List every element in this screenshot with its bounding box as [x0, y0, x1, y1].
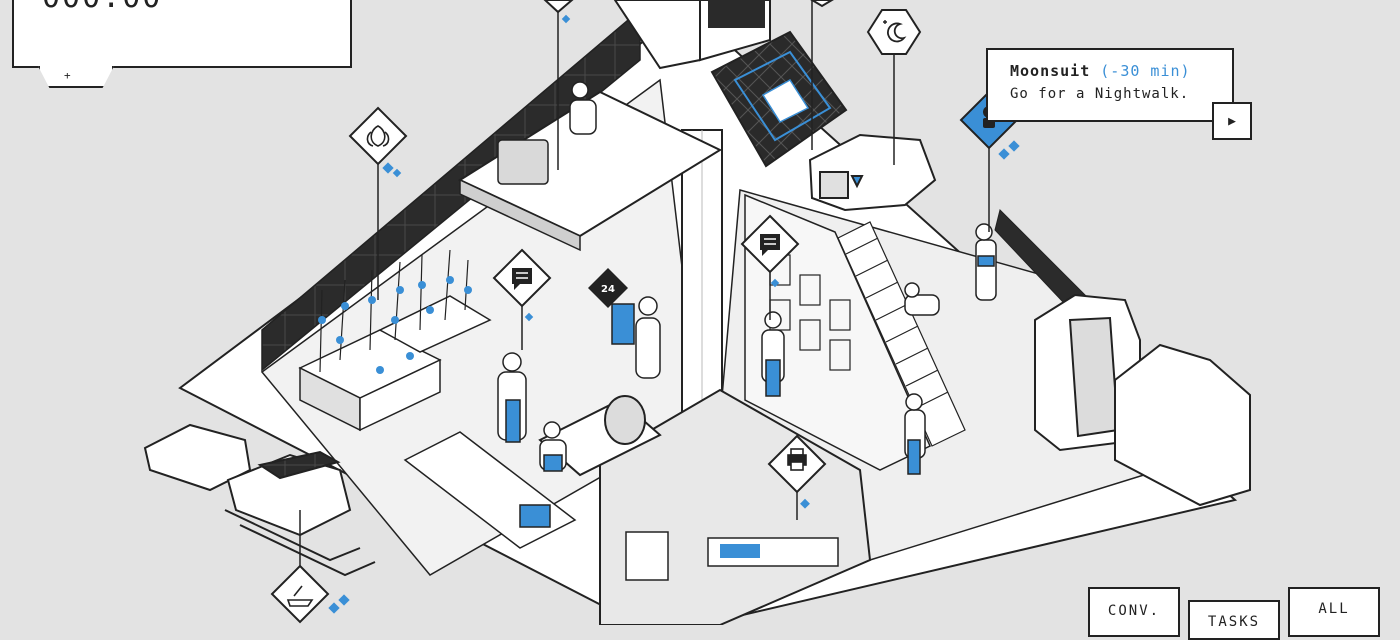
tab-tasks-label: TASKS: [1207, 614, 1261, 630]
badge-24-marker[interactable]: [588, 268, 628, 308]
chat-marker-workshop[interactable]: [740, 214, 800, 288]
tab-all[interactable]: ALL: [1288, 587, 1380, 637]
hab-module: [808, 133, 937, 212]
chat-marker-greenhouse[interactable]: [492, 248, 552, 322]
tab-conv-label: CONV.: [1107, 603, 1161, 619]
leaf-marker[interactable]: [348, 106, 408, 178]
tab-conv[interactable]: CONV.: [1088, 587, 1180, 637]
time-readout: 000:00: [42, 0, 162, 15]
loft-machine: [497, 139, 549, 185]
night-marker[interactable]: [866, 9, 922, 55]
item-tooltip: Moonsuit (-30 min) Go for a Nightwalk.: [986, 48, 1234, 122]
staircase: [837, 221, 966, 447]
tab-all-label: ALL: [1318, 601, 1350, 617]
planters: [298, 249, 492, 432]
time-panel: 000:00: [12, 0, 352, 68]
crew-members: [497, 81, 997, 475]
badge-count: 24: [601, 284, 615, 295]
tooltip-cost: (-30 min): [1100, 62, 1191, 80]
airlock-module: [1034, 293, 1251, 507]
add-tab[interactable]: +: [38, 66, 128, 88]
kitchen-counter: [403, 431, 577, 549]
printer-marker[interactable]: [767, 434, 827, 509]
play-icon: ▶: [1228, 113, 1236, 129]
add-label: +: [64, 69, 71, 82]
leaf-icon: [366, 125, 390, 147]
printer-icon: [787, 448, 807, 471]
left-solar-wall: [261, 8, 641, 372]
base-cutaway-scene: 24: [41, 0, 1251, 625]
tooltip-item: Moonsuit: [1010, 62, 1091, 80]
tab-tasks[interactable]: TASKS: [1188, 600, 1280, 640]
tooltip-description: Go for a Nightwalk.: [1010, 86, 1190, 102]
tooltip-title: Moonsuit (-30 min): [1010, 62, 1232, 80]
play-button[interactable]: ▶: [1212, 102, 1252, 140]
sun-moon-icon: [887, 22, 907, 43]
workshop-wall: [744, 193, 931, 471]
add-tab-shape: [38, 66, 114, 88]
rover-sled: [143, 423, 376, 577]
sled-icon: [286, 585, 314, 607]
sled-marker[interactable]: [270, 564, 350, 624]
basement-terminal: [625, 531, 669, 581]
